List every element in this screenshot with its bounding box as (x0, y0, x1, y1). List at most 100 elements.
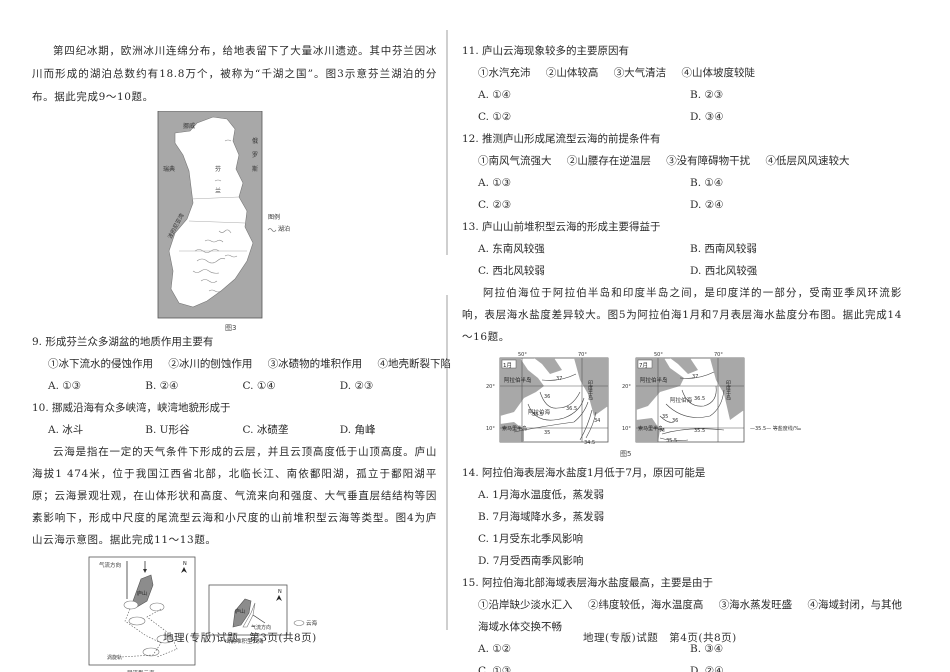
q11-option-c[interactable]: C. ①② (478, 111, 512, 123)
label-russia-2: 罗 (252, 152, 258, 159)
q14-option-a[interactable]: A. 1月海水温度低，蒸发弱 (478, 489, 604, 501)
jan-lat-20: 20° (486, 384, 495, 390)
jan-sea-label: 阿拉伯海 (528, 408, 551, 416)
q13-options: A. 东南风较强 B. 西南风较弱 C. 西北风较弱 D. 西北风较强 (462, 238, 902, 282)
q13-option-c[interactable]: C. 西北风较弱 (478, 265, 545, 277)
jul-lon-50: 50° (654, 352, 663, 358)
figure-5-legend: —35.5— 等盐度线/‰ (750, 425, 801, 432)
question-11: 11. 庐山云海现象较多的主要原因有 ①水汽充沛 ②山体较高 ③大气清洁 ④山体… (462, 40, 902, 128)
q15-item-1: ①沿岸缺少淡水汇入 (478, 599, 573, 611)
q12-option-a[interactable]: A. ①③ (478, 177, 512, 189)
north-arrow-icon (180, 567, 187, 573)
q11-item-2: ②山体较高 (545, 67, 599, 79)
jan-iso-36-5: 36.5 (566, 406, 577, 412)
q12-item-3: ③没有障碍物干扰 (666, 155, 751, 167)
left-panel-caption: 尾流型云海 (127, 669, 155, 672)
q15-option-b[interactable]: B. ③④ (690, 643, 724, 655)
q13-option-d[interactable]: D. 西北风较强 (690, 265, 758, 277)
q15-option-d[interactable]: D. ②④ (690, 665, 724, 672)
q10-stem: 10. 挪威沿海有众多峡湾，峡湾地貌形成于 (32, 402, 231, 414)
july-salinity-map: 7月 50° 70° 20° 10° 阿拉伯半岛 印度半岛 索马里半岛 阿拉伯海… (622, 352, 745, 444)
jan-iso-36: 36 (544, 394, 550, 400)
q13-option-a[interactable]: A. 东南风较强 (478, 243, 545, 255)
q9-option-c[interactable]: C. ①④ (242, 380, 276, 392)
q12-item-4: ④低层风风速较大 (765, 155, 850, 167)
lushan-mountain-right (232, 598, 251, 628)
q15-item-3: ③海水蒸发旺盛 (718, 599, 793, 611)
jul-iso-37: 37 (692, 374, 698, 380)
jan-iso-34: 34 (594, 418, 600, 424)
q12-item-1: ①南风气流强大 (478, 155, 552, 167)
q12-option-d[interactable]: D. ②④ (690, 199, 724, 211)
figure-5-arabian-sea-salinity: 1月 50° 70° 20° 10° 阿拉伯半岛 印度半岛 索马里半岛 阿拉伯海… (484, 350, 884, 462)
q9-item-2: ②冰川的刨蚀作用 (168, 358, 253, 370)
jan-lon-50: 50° (518, 352, 527, 358)
salinity-maps-graphic: 1月 50° 70° 20° 10° 阿拉伯半岛 印度半岛 索马里半岛 阿拉伯海… (486, 352, 801, 458)
lushan-diagram-graphic: N 气流方向 庐山 涡旋轨 尾流型云海 N (88, 556, 318, 672)
january-salinity-map: 1月 50° 70° 20° 10° 阿拉伯半岛 印度半岛 索马里半岛 阿拉伯海… (486, 352, 609, 446)
q11-option-a[interactable]: A. ①④ (478, 89, 512, 101)
q9-option-d[interactable]: D. ②③ (339, 380, 374, 392)
q9-options: A. ①③ B. ②④ C. ①④ D. ②③ (32, 375, 437, 397)
jul-iso-36: 36 (672, 418, 678, 424)
q9-items: ①冰下流水的侵蚀作用 ②冰川的刨蚀作用 ③冰碛物的堆积作用 ④地壳断裂下陷 (32, 353, 451, 375)
q12-option-c[interactable]: C. ②③ (478, 199, 512, 211)
vortex-label: 涡旋轨 (107, 654, 122, 661)
q9-stem: 9. 形成芬兰众多湖盆的地质作用主要有 (32, 336, 214, 348)
left-page: 第四纪冰期，欧洲冰川连绵分布，给地表留下了大量冰川遗迹。其中芬兰因冰川而形成的湖… (32, 40, 451, 672)
question-15: 15. 阿拉伯海北部海域表层海水盐度最高，主要是由于 ①沿岸缺少淡水汇入 ②纬度… (462, 572, 902, 672)
q11-stem: 11. 庐山云海现象较多的主要原因有 (462, 45, 630, 57)
jan-arabia-label: 阿拉伯半岛 (504, 376, 532, 384)
label-russia-1: 俄 (252, 137, 258, 145)
mountain-label-right: 庐山 (235, 608, 245, 615)
cloud-sea-ellipses (123, 600, 173, 657)
question-13: 13. 庐山山前堆积型云海的形成主要得益于 A. 东南风较强 B. 西南风较弱 … (462, 216, 902, 282)
label-finland-2: 兰 (215, 187, 221, 195)
q14-option-b[interactable]: B. 7月海域降水多，蒸发弱 (478, 511, 605, 523)
q13-stem: 13. 庐山山前堆积型云海的形成主要得益于 (462, 221, 661, 233)
figure-3-caption: 图3 (225, 324, 236, 332)
jan-lat-10: 10° (486, 426, 495, 432)
q10-option-a[interactable]: A. 冰斗 (48, 424, 84, 436)
jul-lat-20: 20° (622, 384, 631, 390)
q14-option-c[interactable]: C. 1月受东北季风影响 (478, 533, 584, 545)
jan-iso-35: 35 (544, 430, 550, 436)
q10-options: A. 冰斗 B. U形谷 C. 冰碛垄 D. 角峰 (32, 419, 437, 441)
question-14: 14. 阿拉伯海表层海水盐度1月低于7月，原因可能是 A. 1月海水温度低，蒸发… (462, 462, 902, 572)
q15-options: A. ①② B. ③④ C. ①③ D. ②④ (462, 638, 902, 672)
q9-item-4: ④地壳断裂下陷 (377, 358, 452, 370)
q15-option-c[interactable]: C. ①③ (478, 665, 512, 672)
q13-option-b[interactable]: B. 西南风较弱 (690, 243, 757, 255)
jul-iso-35-5-a: 35.5 (694, 428, 705, 434)
jul-lat-10: 10° (622, 426, 631, 432)
q14-option-d[interactable]: D. 7月受西南季风影响 (478, 555, 584, 567)
q11-option-d[interactable]: D. ③④ (690, 111, 724, 123)
jan-iso-34-5: 34.5 (584, 440, 595, 446)
jul-lon-70: 70° (714, 352, 723, 358)
q15-option-a[interactable]: A. ①② (478, 643, 512, 655)
q12-option-b[interactable]: B. ①④ (690, 177, 724, 189)
q9-option-b[interactable]: B. ②④ (145, 380, 179, 392)
jul-iso-35-5-b: 35.5 (666, 438, 677, 444)
q9-item-1: ①冰下流水的侵蚀作用 (48, 358, 153, 370)
mountain-label-left: 庐山 (137, 590, 147, 597)
jul-point-m: M (660, 428, 665, 434)
q10-option-b[interactable]: B. U形谷 (145, 424, 190, 436)
q11-option-b[interactable]: B. ②③ (690, 89, 724, 101)
legend-lake: 湖泊 (278, 225, 290, 233)
label-norway: 挪威 (183, 122, 195, 130)
jul-month-label: 7月 (639, 362, 648, 369)
q15-item-2: ②纬度较低，海水温度高 (587, 599, 704, 611)
q9-option-a[interactable]: A. ①③ (48, 380, 82, 392)
page-divider (446, 30, 448, 630)
figure-3-finland-map: 挪威 俄 罗 斯 瑞典 芬 兰 波的尼亚湾 图例 湖泊 图3 (135, 110, 335, 333)
q10-option-d[interactable]: D. 角峰 (339, 424, 376, 436)
question-10: 10. 挪威沿海有众多峡湾，峡湾地貌形成于 A. 冰斗 B. U形谷 C. 冰碛… (32, 397, 437, 441)
q11-item-4: ④山体坡度较陡 (681, 67, 756, 79)
jul-sea-label: 阿拉伯海 (670, 396, 693, 404)
label-sweden: 瑞典 (163, 165, 175, 173)
figure-4-legend: 云海 (306, 619, 318, 627)
q10-option-c[interactable]: C. 冰碛垄 (242, 424, 289, 436)
jan-iso-37: 37 (556, 376, 562, 382)
jan-iso-35-5: 35.5 (532, 412, 543, 418)
